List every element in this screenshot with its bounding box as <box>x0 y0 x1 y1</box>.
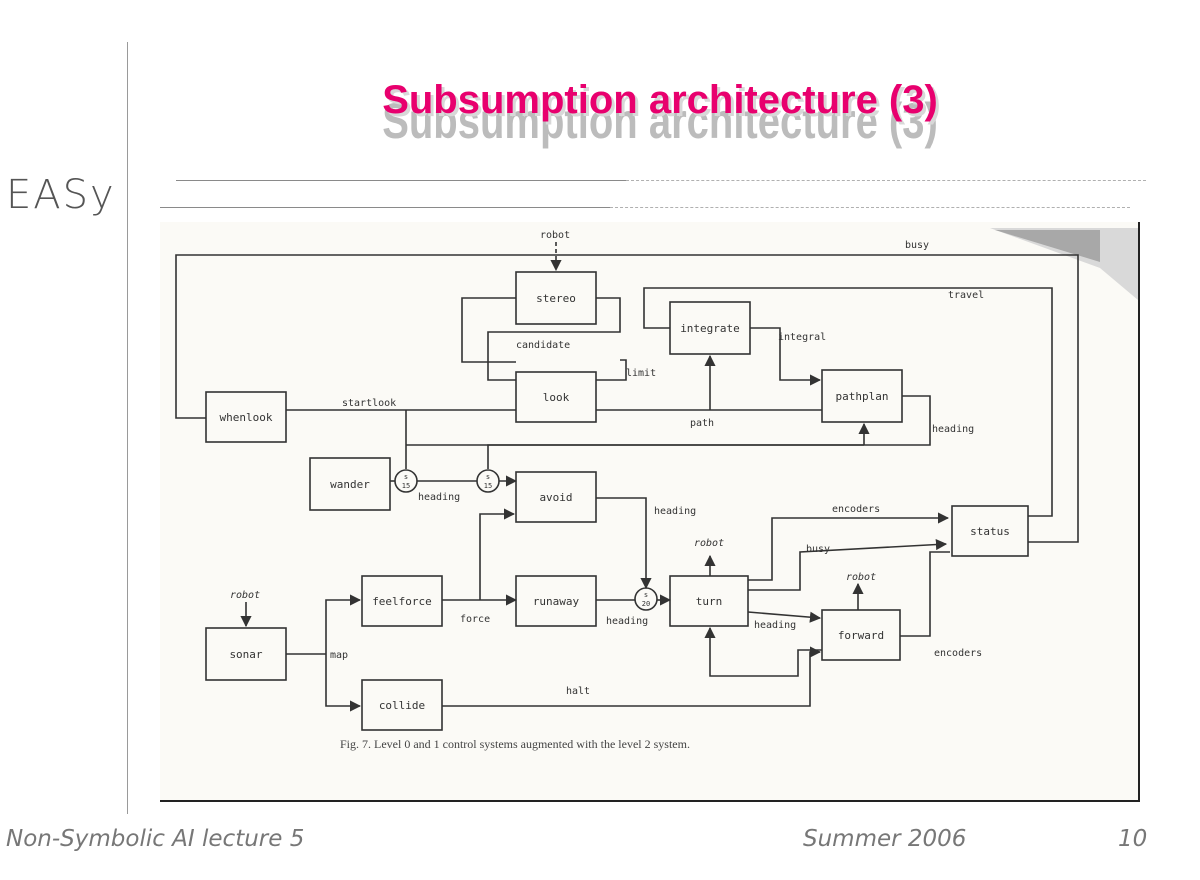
label-forward: forward <box>838 629 884 642</box>
label-pathplan: pathplan <box>836 390 889 403</box>
signal-robot-turn: robot <box>694 538 724 549</box>
suppressor-2-top: s <box>486 473 490 481</box>
header-rule-lower <box>160 207 610 208</box>
wire-busy-loop <box>175 254 1079 543</box>
signal-integral: integral <box>778 332 826 343</box>
brand-logo-text: EASy <box>6 172 116 218</box>
wire-forward-encoders <box>900 551 950 637</box>
wire-travel-loop <box>643 287 1053 517</box>
wire-avoid-heading <box>596 497 652 590</box>
wire-stereo-left <box>461 297 516 363</box>
label-avoid: avoid <box>539 491 572 504</box>
scanned-figure-frame: stereo integrate look pathplan whenlook … <box>160 222 1140 802</box>
slide-title: Subsumption architecture (3) <box>382 78 938 122</box>
wire-force-avoid <box>479 508 516 600</box>
signal-limit: limit <box>626 368 656 379</box>
wire-stereo-right <box>487 297 621 381</box>
title-area: Subsumption architecture (3) Subsumption… <box>330 78 990 150</box>
signal-heading-forward: heading <box>754 620 796 631</box>
wire-halt <box>442 646 822 707</box>
suppressor-3-bottom: 20 <box>642 600 650 608</box>
label-collide: collide <box>379 699 425 712</box>
left-vertical-line <box>127 42 128 814</box>
wire-turn-encoders <box>748 512 950 581</box>
header-rule-lower-dashed <box>610 207 1130 208</box>
label-look: look <box>543 391 570 404</box>
wire-map-feelforce <box>325 594 362 654</box>
wire-pathplan-heading <box>487 395 931 469</box>
signal-heading-runaway: heading <box>606 616 648 627</box>
signal-heading-pathplan: heading <box>932 424 974 435</box>
wander-box <box>309 457 391 511</box>
label-feelforce: feelforce <box>372 595 432 608</box>
label-status: status <box>970 525 1010 538</box>
header-rule-upper <box>176 180 626 181</box>
wire-turn-heading-forward <box>747 611 822 623</box>
label-runaway: runaway <box>533 595 580 608</box>
signal-force: force <box>460 614 490 625</box>
feelforce-box <box>361 575 443 627</box>
wire-limit <box>596 359 627 381</box>
signal-heading-avoid: heading <box>654 506 696 517</box>
suppressor-1-top: s <box>404 473 408 481</box>
signal-travel: travel <box>948 290 984 301</box>
signal-robot-stereo: robot <box>540 230 570 241</box>
signal-busy-top: busy <box>905 240 929 251</box>
footer-page-number: 10 <box>1118 826 1148 852</box>
footer-term: Summer 2006 <box>803 826 967 852</box>
look-box <box>515 371 597 423</box>
signal-path: path <box>690 418 714 429</box>
forward-box <box>821 609 901 661</box>
figure-caption: Fig. 7. Level 0 and 1 control systems au… <box>340 737 690 751</box>
signal-encoders-top: encoders <box>832 504 880 515</box>
whenlook-box <box>205 391 287 443</box>
label-whenlook: whenlook <box>220 411 273 424</box>
wire-integral <box>750 327 822 386</box>
status-box <box>951 505 1029 557</box>
label-sonar: sonar <box>229 648 262 661</box>
signal-heading-wander: heading <box>418 492 460 503</box>
signal-busy-turn: busy <box>806 544 830 555</box>
signal-robot-sonar: robot <box>230 590 260 601</box>
collide-box <box>361 679 443 731</box>
label-integrate: integrate <box>680 322 740 335</box>
label-turn: turn <box>696 595 723 608</box>
title-reflection: Subsumption architecture (3) <box>382 94 938 150</box>
signal-encoders-forward: encoders <box>934 648 982 659</box>
suppressor-3-top: s <box>644 591 648 599</box>
avoid-box <box>515 471 597 523</box>
signal-robot-forward: robot <box>846 572 876 583</box>
page-curl <box>995 230 1100 262</box>
signal-startlook: startlook <box>342 398 396 409</box>
subsumption-diagram: stereo integrate look pathplan whenlook … <box>175 228 1138 751</box>
signal-map: map <box>330 650 348 661</box>
label-stereo: stereo <box>536 292 576 305</box>
footer-course: Non-Symbolic AI lecture 5 <box>6 826 305 852</box>
header-rule-upper-dashed <box>626 180 1146 181</box>
label-wander: wander <box>330 478 370 491</box>
wire-forward-loop <box>704 626 822 677</box>
suppressor-1-bottom: 15 <box>402 482 410 490</box>
suppressor-2-bottom: 15 <box>484 482 492 490</box>
signal-halt: halt <box>566 686 590 697</box>
page-curl-shadow <box>990 228 1138 300</box>
signal-candidate: candidate <box>516 340 570 351</box>
wire-map-collide <box>325 654 362 712</box>
wire-turn-busy <box>748 538 948 591</box>
